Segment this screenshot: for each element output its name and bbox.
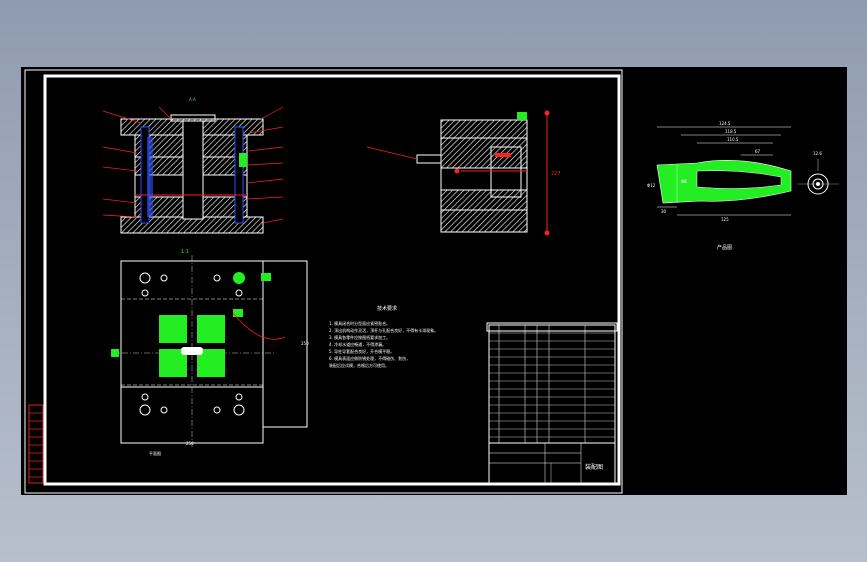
section-title-label: A-A xyxy=(189,97,196,102)
part-dimension-labels: 124.5 118.5 110.5 67 Φ12 12.6 30 125 Φ8 xyxy=(647,121,822,222)
svg-text:装配后应试模，合格后方可使用。: 装配后应试模，合格后方可使用。 xyxy=(329,362,389,368)
plan-dim-height: 250 xyxy=(301,341,309,346)
title-block xyxy=(488,442,616,484)
svg-text:4. 冷却水道应畅通，不得渗漏。: 4. 冷却水道应畅通，不得渗漏。 xyxy=(329,341,386,347)
svg-text:12.6: 12.6 xyxy=(813,151,822,156)
parts-list-table xyxy=(486,322,618,444)
revision-strip xyxy=(28,404,44,484)
title-block-name: 装配图 xyxy=(585,463,603,471)
svg-text:118.5: 118.5 xyxy=(725,129,737,134)
tech-req-lines: 1. 模具闭合时分型面应紧密贴合。 2. 顶出机构动作灵活，顶杆与孔配合良好，不… xyxy=(329,320,438,368)
section-view-front xyxy=(102,106,284,234)
section-view-side xyxy=(366,110,550,236)
svg-text:6. 模具表面应做防锈处理，不得碰伤、划伤，: 6. 模具表面应做防锈处理，不得碰伤、划伤， xyxy=(329,355,410,361)
tech-req-title: 技术要求 xyxy=(377,305,397,312)
svg-text:67: 67 xyxy=(755,149,761,154)
svg-text:Φ12: Φ12 xyxy=(647,183,656,188)
dim-section-height: 227 xyxy=(551,171,561,177)
svg-text:2. 顶出机构动作灵活，顶杆与孔配合良好，不得有卡滞现象。: 2. 顶出机构动作灵活，顶杆与孔配合良好，不得有卡滞现象。 xyxy=(329,327,438,333)
cad-drawing-viewport[interactable]: A-A 1:1 227 xyxy=(21,67,847,495)
plan-dim-width: 250 xyxy=(186,441,194,446)
part-view-caption: 产品图 xyxy=(717,244,732,251)
svg-text:125: 125 xyxy=(721,217,729,222)
svg-text:1. 模具闭合时分型面应紧密贴合。: 1. 模具闭合时分型面应紧密贴合。 xyxy=(329,320,390,326)
svg-text:110.5: 110.5 xyxy=(727,137,739,142)
drawing-canvas: A-A 1:1 227 xyxy=(24,69,839,494)
sheet-outer-border xyxy=(24,69,623,494)
part-drawing xyxy=(656,126,839,216)
svg-text:3. 模具各零件应按图纸要求加工。: 3. 模具各零件应按图纸要求加工。 xyxy=(329,334,390,340)
sheet-inner-border xyxy=(43,74,621,486)
svg-text:Φ8: Φ8 xyxy=(681,179,687,184)
svg-text:30: 30 xyxy=(661,209,667,214)
front-view-caption: 1:1 xyxy=(181,249,189,255)
plan-view xyxy=(111,255,308,447)
svg-text:5. 导柱导套配合良好，开合模平稳。: 5. 导柱导套配合良好，开合模平稳。 xyxy=(329,348,394,354)
svg-text:124.5: 124.5 xyxy=(719,121,731,126)
plan-view-caption: 平面图 xyxy=(149,450,161,456)
